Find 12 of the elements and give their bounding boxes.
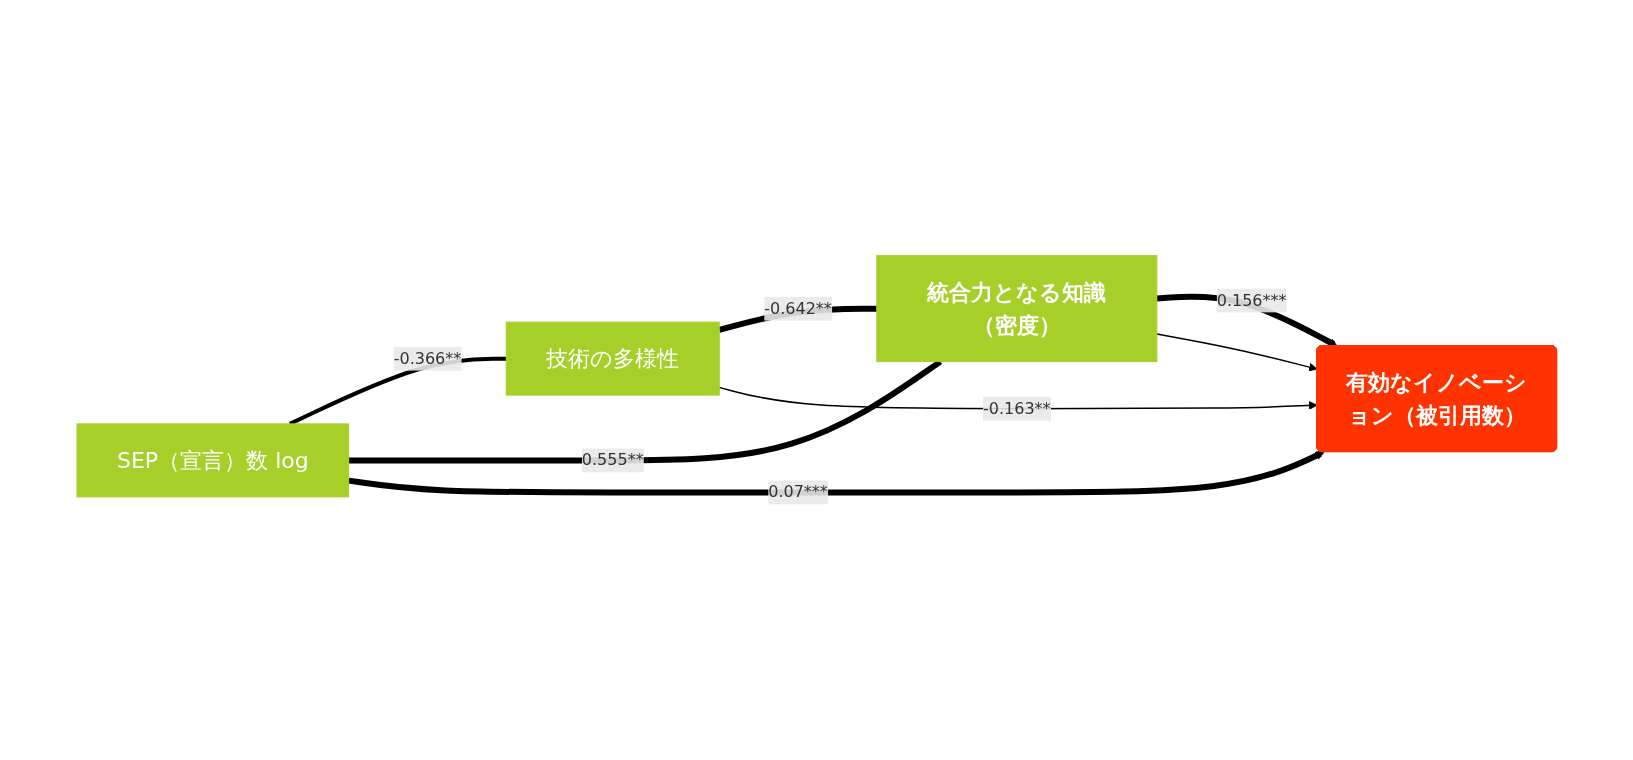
node-box: 統合力となる知識（密度） [876,255,1157,363]
edge-label: 0.07*** [767,482,828,502]
arrow [718,386,1318,410]
node-box: 技術の多様性 [505,321,720,396]
edge-label: -0.642** [763,298,832,318]
edge-label: 0.555** [581,450,644,470]
arrow [1155,333,1318,372]
node-box: SEP（宣言）数 log [76,423,349,498]
edge-label: -0.163** [982,398,1051,418]
edge-label: -0.366** [393,348,461,368]
edge-label: 0.156*** [1216,290,1287,310]
arrow [347,451,1325,496]
